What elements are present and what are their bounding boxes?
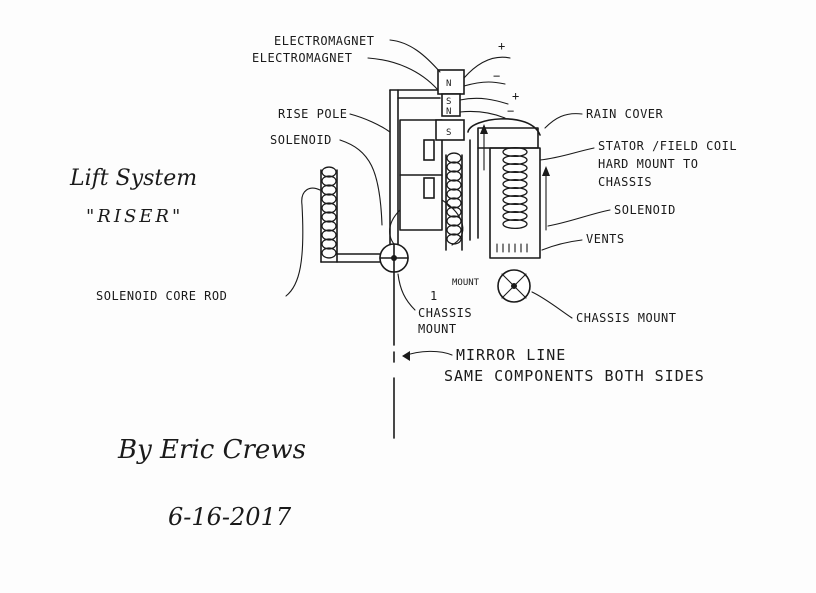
- wire-plus-1: [463, 56, 511, 79]
- coil-winding: [446, 161, 462, 173]
- polarity-plus-2: +: [512, 89, 520, 103]
- number-one: 1: [430, 289, 438, 303]
- coil-winding: [446, 197, 462, 209]
- rise-pole: [389, 89, 441, 246]
- label-rise-pole: RISE POLE: [278, 107, 348, 121]
- coil-winding: [446, 224, 462, 236]
- coil-winding: [321, 238, 337, 250]
- label-rain-cover: RAIN COVER: [586, 107, 664, 121]
- label-electromagnet-2: ELECTROMAGNET: [252, 51, 352, 65]
- polarity-plus-1: +: [498, 39, 506, 53]
- stator-field-coil: [467, 118, 550, 259]
- coil-winding: [502, 146, 528, 158]
- label-mount-small: MOUNT: [452, 278, 480, 288]
- coil-winding: [321, 220, 337, 232]
- coil-winding: [446, 152, 462, 164]
- left-outer-solenoid: [320, 166, 338, 263]
- coil-winding: [321, 211, 337, 223]
- polarity-minus-2: −: [507, 104, 515, 118]
- coil-winding: [321, 184, 337, 196]
- middle-solenoid: [445, 152, 463, 251]
- vents-slots: [496, 243, 528, 253]
- arrow-up-right: [542, 166, 550, 176]
- label-stator-2: HARD MOUNT TO: [598, 157, 698, 171]
- pole-n-top: N: [446, 79, 451, 89]
- diagram-subtitle: "RISER": [86, 206, 183, 227]
- label-solenoid-core-rod: SOLENOID CORE ROD: [96, 289, 227, 303]
- wire-minus-2: [459, 110, 506, 119]
- label-electromagnet-1: ELECTROMAGNET: [274, 34, 374, 48]
- coil-winding: [502, 154, 528, 166]
- label-chassis-mount-right: CHASSIS MOUNT: [576, 311, 676, 325]
- pole-s-small: S: [446, 97, 451, 107]
- label-mirror-line: MIRROR LINE: [456, 346, 566, 364]
- coil-winding: [502, 194, 528, 206]
- label-solenoid-right: SOLENOID: [614, 203, 676, 217]
- wire-plus-2: [459, 97, 509, 105]
- coil-winding: [446, 215, 462, 227]
- coil-winding: [502, 202, 528, 214]
- arrow-up-left: [480, 124, 488, 134]
- chassis-mount-left: [379, 243, 409, 273]
- coil-winding: [502, 210, 528, 222]
- label-solenoid-left: SOLENOID: [270, 133, 332, 147]
- coil-winding: [321, 193, 337, 205]
- coil-winding: [502, 186, 528, 198]
- label-same-components: SAME COMPONENTS BOTH SIDES: [444, 367, 705, 385]
- label-stator-3: CHASSIS: [598, 175, 652, 189]
- signature-date: 6-16-2017: [168, 503, 292, 531]
- coil-winding: [446, 188, 462, 200]
- pole-n-small: N: [446, 107, 451, 117]
- label-stator-1: STATOR /FIELD COIL: [598, 139, 737, 153]
- pole-s-mid: S: [446, 128, 451, 138]
- polarity-minus-1: −: [493, 69, 501, 83]
- coil-winding: [446, 170, 462, 182]
- coil-winding: [321, 175, 337, 187]
- signature: By Eric Crews: [117, 435, 306, 465]
- label-chassis-mount-1: CHASSIS: [418, 306, 472, 320]
- chassis-mount-right: [497, 269, 531, 303]
- coil-winding: [502, 178, 528, 190]
- coil-winding: [502, 170, 528, 182]
- coil-winding: [446, 179, 462, 191]
- coil-winding: [321, 247, 337, 259]
- coil-winding: [446, 233, 462, 245]
- diagram-title: Lift System: [69, 166, 197, 191]
- electromagnet: N S N S: [435, 69, 465, 141]
- coil-winding: [321, 166, 337, 178]
- coil-winding: [502, 218, 528, 230]
- label-chassis-mount-2: MOUNT: [418, 322, 457, 336]
- coil-winding: [502, 162, 528, 174]
- coil-winding: [446, 206, 462, 218]
- coil-winding: [321, 202, 337, 214]
- coil-winding: [321, 229, 337, 241]
- wire-minus-1: [463, 81, 506, 87]
- label-vents: VENTS: [586, 232, 625, 246]
